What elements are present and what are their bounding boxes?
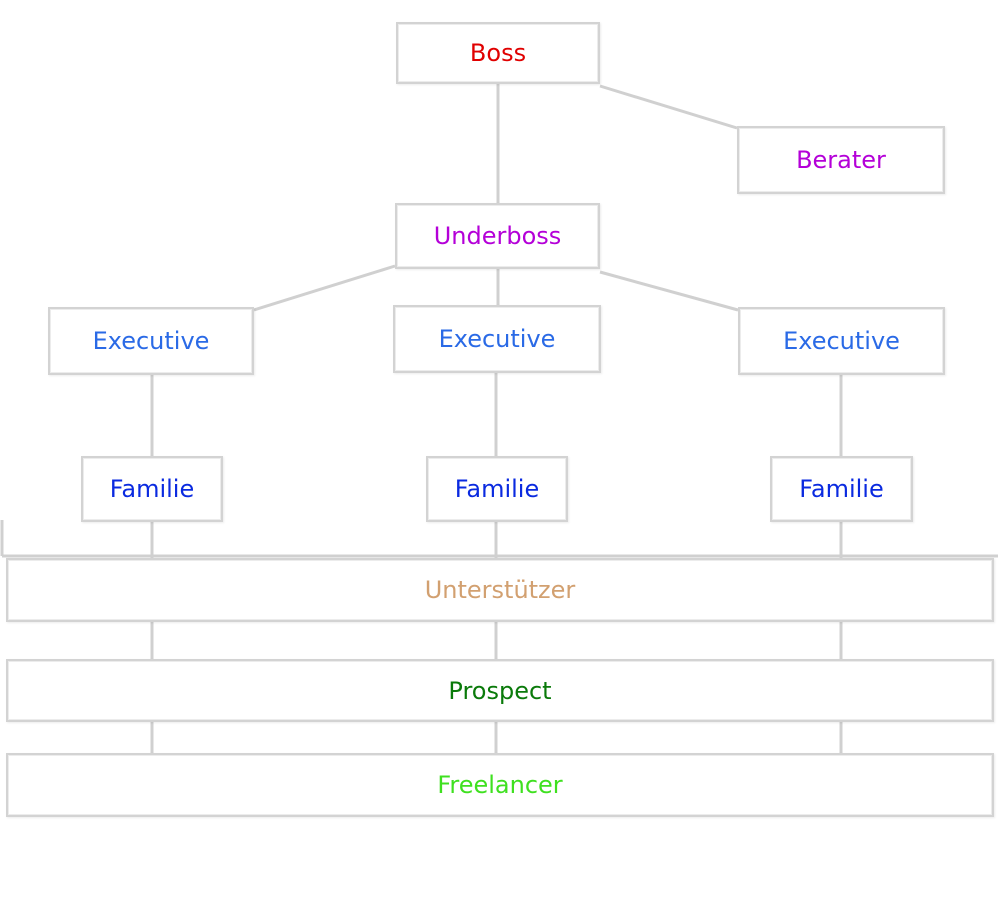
boss-label: Boss — [469, 39, 527, 67]
executive-label: Executive — [438, 325, 556, 353]
prospect-label: Prospect — [448, 676, 552, 705]
executive-node-3: Executive — [738, 307, 945, 375]
boss-node: Boss — [396, 22, 600, 84]
berater-label: Berater — [796, 146, 886, 174]
executive-node-2: Executive — [393, 305, 601, 373]
familie-node-2: Familie — [426, 456, 568, 522]
unterstuetzer-band: Unterstützer — [6, 558, 994, 622]
familie-label: Familie — [454, 475, 540, 503]
freelancer-label: Freelancer — [437, 771, 563, 799]
freelancer-band: Freelancer — [6, 753, 994, 817]
underboss-exec3-line — [599, 270, 739, 312]
familie-node-3: Familie — [770, 456, 913, 522]
executive-node-1: Executive — [48, 307, 254, 375]
berater-node: Berater — [737, 126, 945, 194]
underboss-label: Underboss — [433, 222, 562, 250]
familie-label: Familie — [799, 475, 884, 503]
executive-label: Executive — [92, 327, 210, 355]
boss-berater-line — [599, 84, 738, 130]
prospect-band: Prospect — [6, 659, 994, 722]
underboss-exec1-line — [253, 264, 396, 312]
familie-node-1: Familie — [81, 456, 223, 522]
familie-label: Familie — [109, 475, 195, 503]
underboss-node: Underboss — [395, 203, 600, 269]
executive-label: Executive — [783, 327, 900, 355]
unterstuetzer-label: Unterstützer — [424, 576, 576, 604]
